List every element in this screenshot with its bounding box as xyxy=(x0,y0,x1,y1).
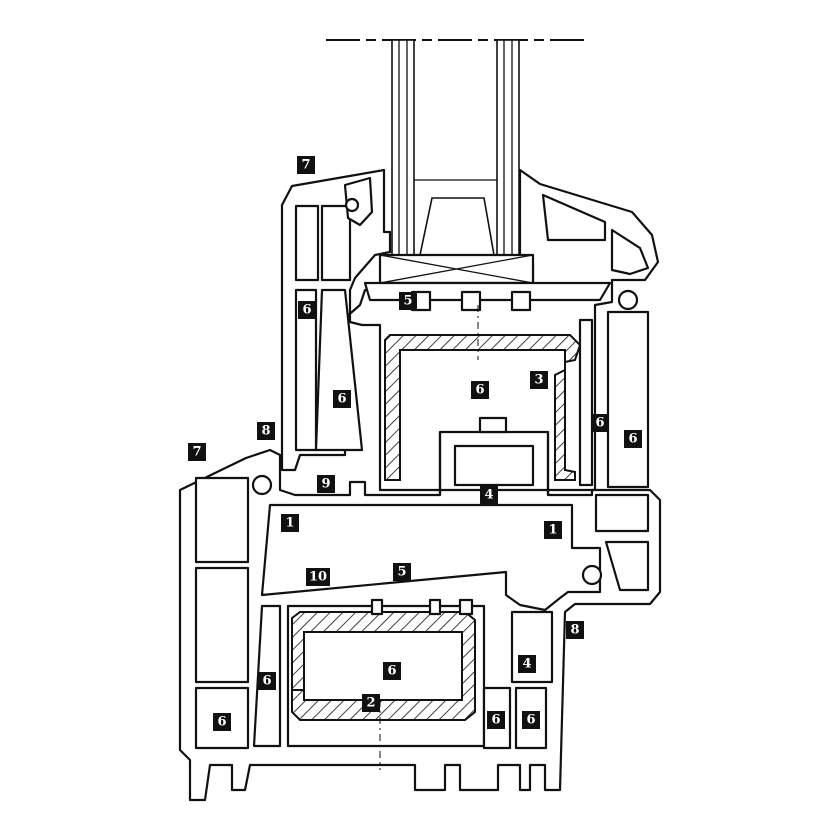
label-3: 3 xyxy=(530,371,548,389)
svg-text:8: 8 xyxy=(570,623,579,638)
svg-text:6: 6 xyxy=(628,432,637,447)
label-6-sash-center: 6 xyxy=(471,381,489,399)
glass-pane-left xyxy=(391,39,415,266)
svg-text:6: 6 xyxy=(302,303,311,318)
sash-steel-reinforcement xyxy=(384,305,582,481)
label-4-bottom: 4 xyxy=(518,655,536,673)
svg-text:1: 1 xyxy=(285,516,294,531)
label-2: 2 xyxy=(362,694,380,712)
label-10: 10 xyxy=(306,568,330,586)
frame-steel-reinforcement xyxy=(291,598,476,770)
svg-text:5: 5 xyxy=(403,294,412,309)
glass-pane-right xyxy=(496,39,520,266)
svg-text:4: 4 xyxy=(484,488,493,503)
label-7-bottom: 7 xyxy=(188,443,206,461)
svg-text:6: 6 xyxy=(475,383,484,398)
svg-text:7: 7 xyxy=(192,445,201,460)
svg-text:9: 9 xyxy=(321,477,330,492)
svg-text:3: 3 xyxy=(534,373,543,388)
svg-text:10: 10 xyxy=(309,570,327,585)
svg-text:1: 1 xyxy=(548,523,557,538)
svg-text:6: 6 xyxy=(491,713,500,728)
label-6-sash-right: 6 xyxy=(624,430,642,448)
svg-text:2: 2 xyxy=(366,696,375,711)
svg-text:4: 4 xyxy=(522,657,531,672)
svg-text:6: 6 xyxy=(262,674,271,689)
svg-text:6: 6 xyxy=(337,392,346,407)
svg-text:5: 5 xyxy=(397,565,406,580)
label-9: 9 xyxy=(317,475,335,493)
svg-text:6: 6 xyxy=(526,713,535,728)
label-6-frame-right-b: 6 xyxy=(522,711,540,729)
label-6-frame-left: 6 xyxy=(213,713,231,731)
label-5-top: 5 xyxy=(399,292,417,310)
label-6-sash-left: 6 xyxy=(333,390,351,408)
label-6-sash-left-narrow: 6 xyxy=(298,301,316,319)
label-6-frame-right-a: 6 xyxy=(487,711,505,729)
label-6-sash-right-narrow: 6 xyxy=(591,414,609,432)
glass-spacer xyxy=(414,179,497,256)
label-7-top: 7 xyxy=(297,156,315,174)
label-6-frame-left-narrow: 6 xyxy=(258,672,276,690)
svg-text:8: 8 xyxy=(261,424,270,439)
label-4-center: 4 xyxy=(480,486,498,504)
label-8-top: 8 xyxy=(257,422,275,440)
label-1-right: 1 xyxy=(544,521,562,539)
label-6-frame-center: 6 xyxy=(383,662,401,680)
svg-text:7: 7 xyxy=(301,158,310,173)
svg-text:6: 6 xyxy=(595,416,604,431)
label-1-left: 1 xyxy=(281,514,299,532)
label-5-bottom: 5 xyxy=(393,563,411,581)
svg-text:6: 6 xyxy=(387,664,396,679)
svg-text:6: 6 xyxy=(217,715,226,730)
label-8-bottom: 8 xyxy=(566,621,584,639)
